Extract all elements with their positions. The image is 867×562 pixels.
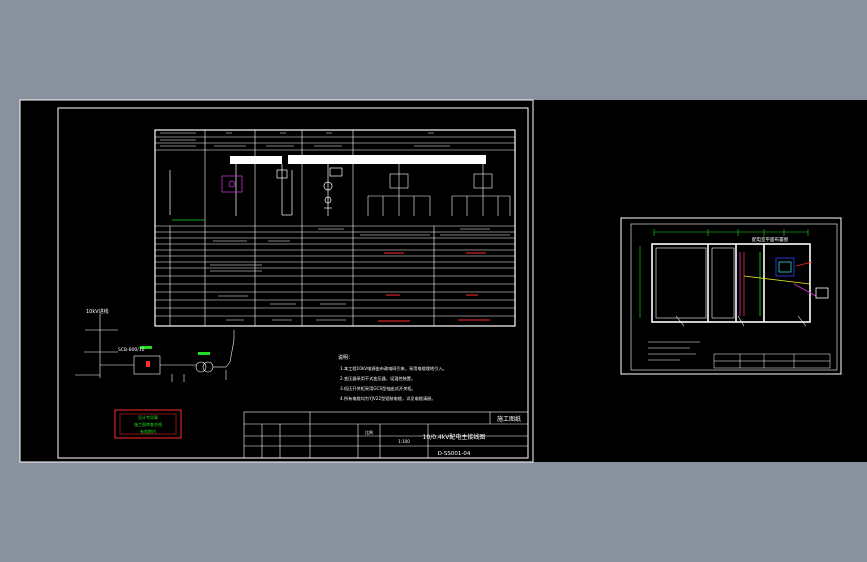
approval-stamp: 设计专用章 施工图审查合格 有效期内 bbox=[114, 409, 182, 439]
drawing-title: 10/0.4kV配电主接线图 bbox=[423, 433, 486, 441]
floor-plan-walls bbox=[651, 243, 811, 323]
transformer-label: SCB-800/10 bbox=[118, 347, 145, 353]
busbar-main bbox=[288, 155, 486, 164]
plan-legend bbox=[648, 341, 831, 369]
stamp-line-3: 有效期内 bbox=[140, 428, 156, 434]
stamp-line-1: 设计专用章 bbox=[138, 414, 158, 420]
outgoing-feeders-b bbox=[451, 164, 511, 216]
right-sheet bbox=[620, 217, 842, 375]
busbar-left bbox=[230, 156, 282, 164]
floor-plan-details bbox=[655, 247, 807, 327]
note-1: 1.本工程10kV电源由市政电网引来，采用电缆埋地引入。 bbox=[340, 365, 447, 372]
scale-value: 1:100 bbox=[398, 439, 410, 444]
dimension-lines bbox=[639, 229, 809, 318]
note-2: 2.变压器采用干式变压器，设温控装置。 bbox=[340, 375, 415, 382]
cabinet-3-circuit bbox=[323, 164, 343, 216]
right-sheet-border bbox=[630, 223, 838, 371]
scale-label: 比例 bbox=[365, 429, 373, 435]
drawing-number: D-SS001-04 bbox=[438, 451, 471, 457]
switchgear-table bbox=[154, 129, 516, 327]
project-name: 施工图纸 bbox=[497, 415, 521, 423]
plan-title: 配电室平面布置图 bbox=[752, 236, 788, 243]
note-3: 3.低压开关柜采用GCS型抽出式开关柜。 bbox=[340, 385, 416, 392]
note-4: 4.所有电缆均为YJV22型铠装电缆，详见电缆清册。 bbox=[340, 395, 436, 402]
single-line-diagram bbox=[75, 314, 235, 382]
outgoing-feeders-a bbox=[367, 164, 431, 216]
feeder-label: 10kV进线 bbox=[86, 308, 109, 315]
incoming-circuit bbox=[169, 164, 243, 221]
table-red-marks bbox=[378, 252, 490, 322]
table-data-marks bbox=[210, 228, 510, 321]
title-block bbox=[243, 411, 529, 459]
notes-block: 说明： 1.本工程10kV电源由市政电网引来，采用电缆埋地引入。 2.变压器采用… bbox=[338, 354, 447, 402]
single-line-color-marks bbox=[140, 346, 210, 367]
cabinet-2-circuit bbox=[276, 164, 293, 216]
cable-routing bbox=[739, 252, 829, 316]
table-header-marks bbox=[160, 132, 450, 147]
notes-title: 说明： bbox=[338, 354, 353, 361]
stamp-line-2: 施工图审查合格 bbox=[134, 421, 162, 427]
left-sheet bbox=[19, 99, 534, 463]
